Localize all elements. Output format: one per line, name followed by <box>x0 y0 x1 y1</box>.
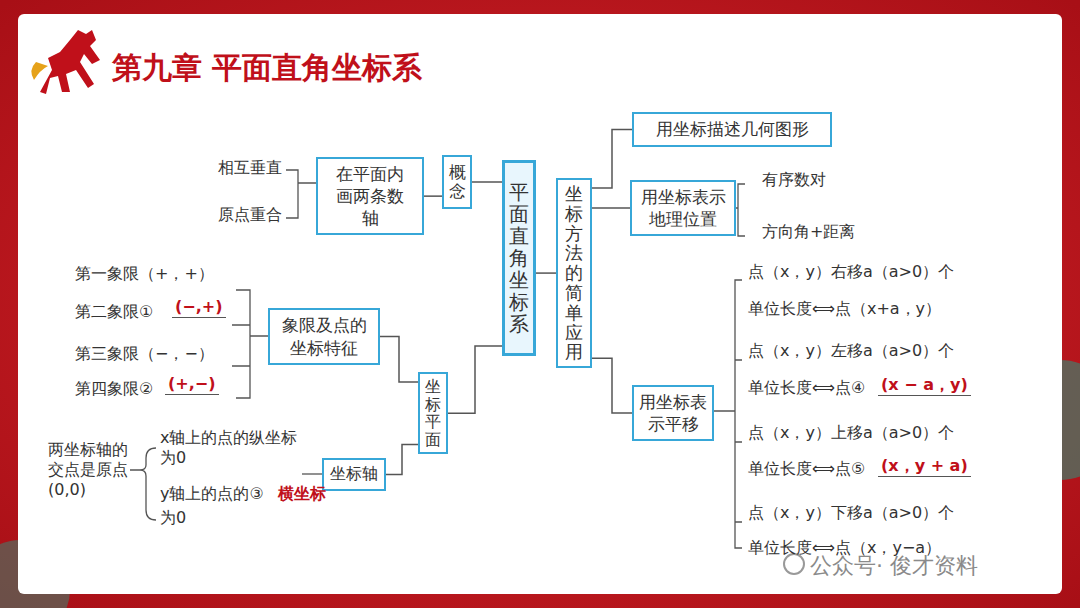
topic-text: 平面直角坐标系 <box>509 181 529 335</box>
topic-box: 象限及点的坐标特征 <box>268 308 380 365</box>
note-text: 第四象限② <box>75 379 153 399</box>
topic-text: 用坐标表示平移 <box>639 391 707 435</box>
note-text: x轴上的点的纵坐标为0 <box>160 428 300 468</box>
branch-line <box>536 272 556 274</box>
topic-text: 用坐标描述几何图形 <box>656 118 809 141</box>
note-text: 方向角+距离 <box>762 222 855 242</box>
note-text: 第一象限（+，+） <box>75 264 214 284</box>
note-text: 第二象限① <box>75 302 153 322</box>
branch-line <box>592 130 632 189</box>
note-text: 点（x，y）上移a（a>0）个 <box>748 423 954 443</box>
note-text: y轴上的点的③ <box>160 484 264 504</box>
branch-line <box>472 181 502 183</box>
branch-line <box>380 337 418 383</box>
topic-box: 用坐标描述几何图形 <box>632 112 832 147</box>
answer-text: (x − a，y) <box>878 375 971 396</box>
note-text: 点（x，y）下移a（a>0）个 <box>748 503 954 523</box>
watermark: 公众号· 俊才资料 <box>810 552 978 580</box>
note-text: 有序数对 <box>762 170 826 190</box>
slide-title: 第九章 平面直角坐标系 <box>112 48 422 89</box>
branch-line <box>386 444 418 474</box>
vertical-topic-box: 坐标方法的简单应用 <box>556 178 592 368</box>
topic-text: 坐标平面 <box>425 378 441 448</box>
note-text: 单位长度⟺点④ <box>748 378 865 398</box>
note-text: 点（x，y）右移a（a>0）个 <box>748 262 954 282</box>
topic-text: 在平面内画两条数轴 <box>328 163 412 229</box>
answer-text: (−,+) <box>172 297 226 318</box>
note-text: 单位长度⟺点⑤ <box>748 459 865 479</box>
note-text: 第三象限（−，−） <box>75 344 214 364</box>
vertical-topic-box: 平面直角坐标系 <box>502 160 536 356</box>
note-text: 为0 <box>160 508 186 528</box>
branch-line <box>592 207 630 209</box>
topic-box: 在平面内画两条数轴 <box>316 157 424 235</box>
topic-box: 坐标轴 <box>322 458 386 491</box>
topic-text: 坐标轴 <box>330 464 378 485</box>
branch-line <box>424 195 442 197</box>
topic-box: 用坐标表示地理位置 <box>630 180 736 236</box>
answer-text: (+,−) <box>165 374 219 395</box>
note-text: 两坐标轴的交点是原点(0,0) <box>48 440 130 500</box>
topic-text: 坐标方法的简单应用 <box>565 184 583 362</box>
vertical-topic-box: 概念 <box>442 155 472 209</box>
note-text: 原点重合 <box>218 205 282 225</box>
topic-text: 象限及点的坐标特征 <box>279 314 369 358</box>
vertical-topic-box: 坐标平面 <box>418 372 448 454</box>
note-text: 点（x，y）左移a（a>0）个 <box>748 341 954 361</box>
topic-text: 概念 <box>449 163 466 200</box>
note-text: 单位长度⟺点（x+a，y） <box>748 299 941 319</box>
topic-text: 用坐标表示地理位置 <box>640 186 726 230</box>
branch-line <box>592 358 632 413</box>
note-text: 相互垂直 <box>218 158 282 178</box>
branch-line <box>448 346 502 413</box>
note-text: 横坐标 <box>278 484 326 504</box>
answer-text: (x，y + a) <box>878 456 971 477</box>
topic-box: 用坐标表示平移 <box>632 385 714 441</box>
